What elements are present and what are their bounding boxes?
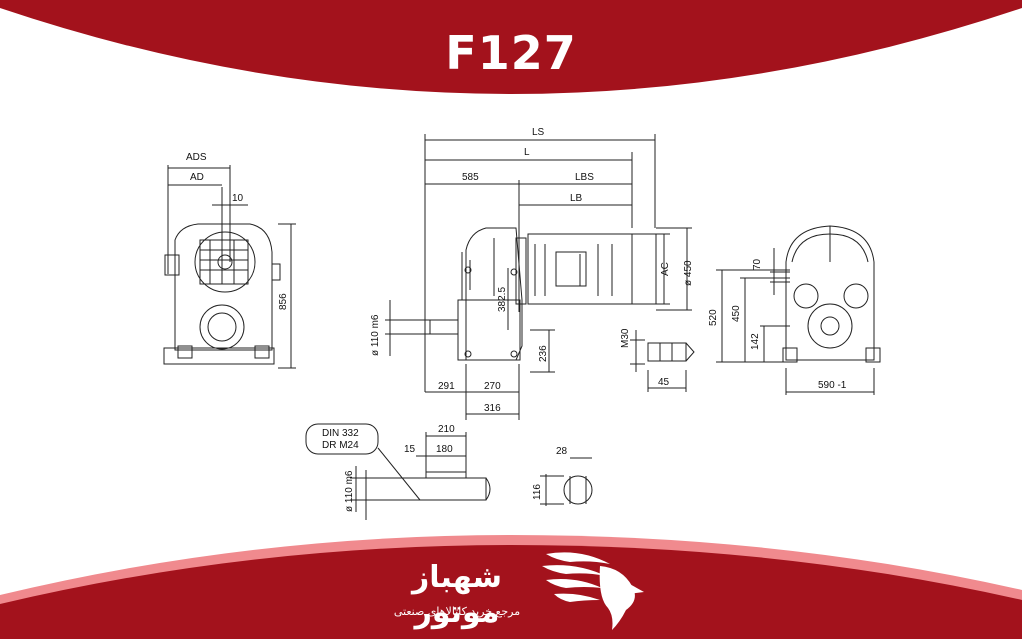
label-din: DIN 332	[322, 428, 359, 439]
dim-180: 180	[436, 444, 453, 455]
dim-210: 210	[438, 424, 455, 435]
dim-m30: M30	[620, 328, 631, 348]
dim-590: 590 -1	[818, 380, 847, 391]
dim-291: 291	[438, 381, 455, 392]
dim-ls: LS	[532, 127, 545, 138]
eagle-logo-icon	[542, 552, 644, 630]
dim-l: L	[524, 147, 530, 158]
page-title: F127	[445, 26, 577, 80]
dim-585: 585	[462, 172, 479, 183]
header-arc	[0, 0, 1022, 94]
dim-10: 10	[232, 193, 244, 204]
dim-270: 270	[484, 381, 501, 392]
dim-45: 45	[658, 377, 670, 388]
dim-shaft: ø 110 m6	[370, 314, 381, 356]
dim-lb: LB	[570, 193, 583, 204]
shaft-detail	[305, 423, 593, 520]
dim-450: 450	[731, 305, 742, 322]
dim-856: 856	[278, 293, 289, 310]
dim-15: 15	[404, 444, 416, 455]
dim-28: 28	[556, 446, 568, 457]
dim-lbs: LBS	[575, 172, 594, 183]
dim-shaft-detail: ø 110 m6	[344, 470, 355, 512]
dim-ac: AC	[660, 262, 671, 276]
front-view	[163, 165, 296, 369]
label-drm: DR M24	[322, 440, 359, 451]
dim-ads: ADS	[186, 152, 207, 163]
dim-116: 116	[532, 484, 543, 500]
brand-name: شهباز موتور	[411, 560, 503, 630]
dim-ad: AD	[190, 172, 204, 183]
footer-arc	[0, 545, 1022, 639]
dim-142: 142	[750, 333, 761, 350]
dim-dia450: ø 450	[683, 260, 694, 286]
dim-520: 520	[708, 309, 719, 326]
dim-316: 316	[484, 403, 501, 414]
end-view	[716, 225, 881, 395]
dim-236: 236	[538, 345, 549, 362]
side-view	[385, 134, 692, 420]
dim-70: 70	[752, 258, 763, 270]
dim-382: 382.5	[497, 287, 508, 312]
thread-detail	[630, 330, 695, 392]
brand-tagline: مرجع خرید کاتالاهای صنعتی	[393, 605, 521, 618]
